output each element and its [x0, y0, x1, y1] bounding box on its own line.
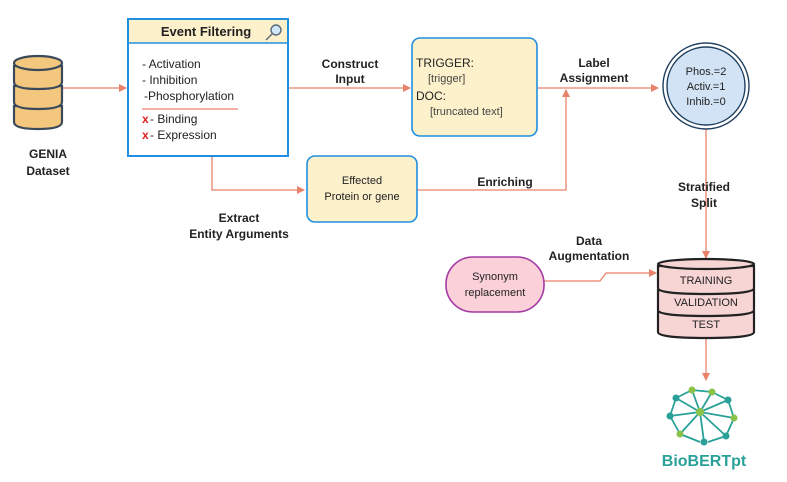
dataset-label-line2: Dataset	[26, 164, 69, 178]
trigger-value: [trigger]	[428, 73, 465, 85]
input-format-box: TRIGGER: [trigger] DOC: [truncated text]	[411, 37, 538, 137]
split-test-shape	[656, 310, 756, 340]
connectors	[62, 84, 710, 381]
removed-event-2: - Expression	[150, 128, 217, 142]
label-phos: Phos.=2	[686, 66, 727, 78]
split-test-label: TEST	[692, 319, 720, 331]
stratified-split-line2: Split	[691, 196, 717, 210]
split-training-shape	[656, 264, 756, 296]
split-training-label: TRAINING	[680, 275, 733, 287]
extract-entity-line1: Extract	[219, 211, 260, 225]
kept-event-2: - Inhibition	[142, 73, 197, 87]
kept-event-3: -Phosphorylation	[144, 89, 234, 103]
effected-line1: Effected	[342, 175, 382, 187]
split-validation-label: VALIDATION	[674, 297, 738, 309]
data-augmentation-line2: Augmentation	[549, 249, 630, 263]
effected-line2: Protein or gene	[324, 191, 399, 203]
trigger-label: TRIGGER:	[416, 56, 474, 70]
removed-mark-1: x	[142, 112, 149, 126]
database-icon	[12, 54, 64, 131]
label-inhib: Inhib.=0	[686, 96, 725, 108]
model-name: BioBERTpt	[662, 453, 747, 470]
genia-dataset: GENIA Dataset	[12, 54, 70, 178]
effected-protein-box: Effected Protein or gene	[306, 155, 418, 223]
doc-value: [truncated text]	[430, 106, 503, 118]
event-filtering-title: Event Filtering	[161, 24, 251, 39]
arrow-filtering-to-effected	[211, 157, 305, 194]
dataset-splits-stack	[656, 257, 756, 340]
data-augmentation-line1: Data	[576, 234, 602, 248]
construct-input-line2: Input	[335, 72, 364, 86]
removed-event-1: - Binding	[150, 112, 197, 126]
label-activ: Activ.=1	[687, 81, 726, 93]
construct-input-line1: Construct	[322, 57, 379, 71]
doc-label: DOC:	[416, 89, 446, 103]
label-mapping-circle: Phos.=2 Activ.=1 Inhib.=0	[662, 42, 750, 130]
label-assignment-line1: Label	[578, 56, 609, 70]
dataset-label-line1: GENIA	[29, 147, 67, 161]
synonym-line2: replacement	[465, 287, 526, 299]
synonym-line1: Synonym	[472, 271, 518, 283]
extract-entity-line2: Entity Arguments	[189, 227, 289, 241]
split-validation-shape	[656, 288, 756, 318]
synonym-replacement-node: Synonym replacement	[445, 256, 545, 313]
stratified-split-line1: Stratified	[678, 180, 730, 194]
magnifier-icon	[265, 24, 282, 41]
removed-mark-2: x	[142, 128, 149, 142]
biobertpt-logo: BioBERTpt	[662, 386, 747, 470]
kept-event-1: - Activation	[142, 57, 201, 71]
arrow-synonym-to-splits	[544, 269, 657, 282]
event-filtering-box: Event Filtering - Activation - Inhibitio…	[127, 18, 289, 157]
label-assignment-line2: Assignment	[560, 71, 629, 85]
enriching-label: Enriching	[477, 175, 532, 189]
arrow-enriching	[417, 89, 570, 191]
